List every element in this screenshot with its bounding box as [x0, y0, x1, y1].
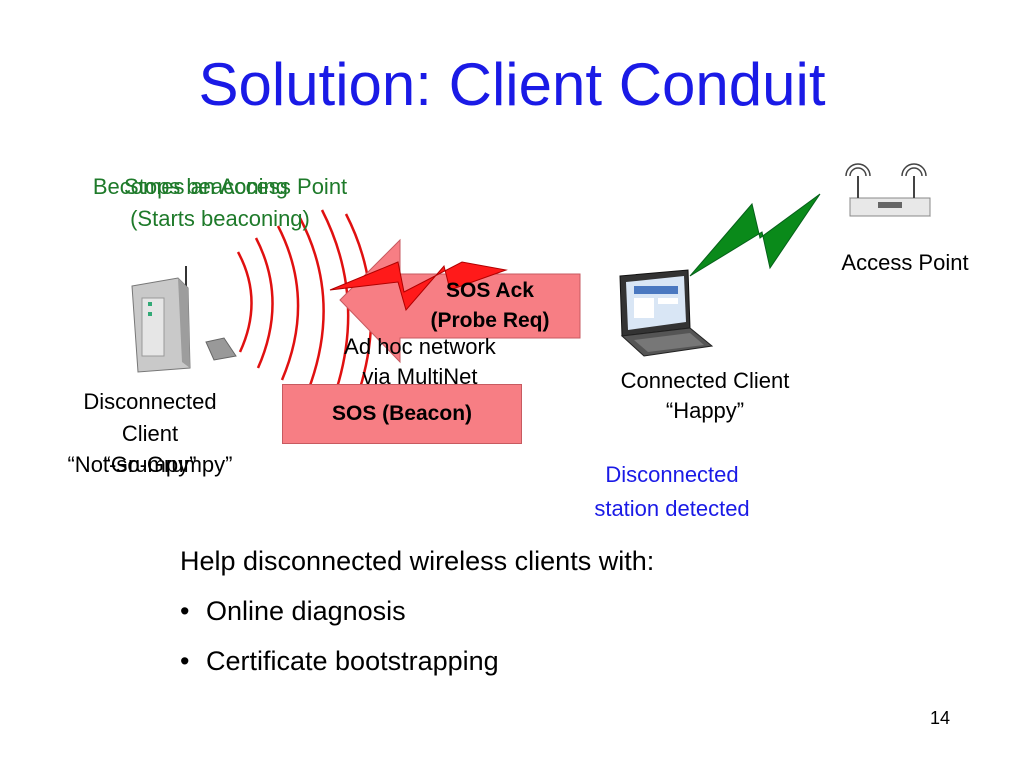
bullet-item: • Certificate bootstrapping	[180, 636, 654, 686]
wireless-bolt-icon	[329, 261, 508, 312]
sos-beacon-box: SOS (Beacon)	[282, 384, 522, 444]
connected-client-line2: “Happy”	[665, 398, 745, 423]
adhoc-label: Ad hoc network via MultiNet	[300, 332, 540, 392]
station-detected-line2: station detected	[594, 496, 750, 521]
sos-beacon-label: SOS (Beacon)	[331, 402, 473, 425]
sos-ack-line1: SOS Ack	[446, 279, 534, 302]
bullet-item: • Online diagnosis	[180, 586, 654, 636]
body-text: Help disconnected wireless clients with:…	[180, 536, 654, 686]
adhoc-line1: Ad hoc network	[344, 334, 496, 359]
access-point-icon	[845, 163, 931, 217]
station-detected-label: Disconnected station detected	[552, 458, 792, 526]
access-point-label: Access Point	[841, 250, 969, 275]
client-nickname-overlap: “Not-so-Grumpy” “Grumpy”	[30, 450, 270, 482]
becomes-access-point-text: Becomes an Access Point	[92, 174, 348, 199]
body-intro: Help disconnected wireless clients with:	[180, 546, 655, 576]
bullet-text: Certificate bootstrapping	[206, 646, 499, 676]
laptop-icon	[619, 269, 714, 357]
disconnected-client-line2: Client	[121, 421, 179, 446]
connected-client-line1: Connected Client	[620, 368, 790, 393]
starts-beaconing-text: (Starts beaconing)	[130, 206, 310, 231]
sos-ack-line2: (Probe Req)	[430, 309, 550, 332]
wireless-bolt-icon	[689, 193, 821, 277]
disconnected-client-label: Disconnected Client	[30, 386, 270, 450]
page-number: 14	[930, 708, 951, 728]
bullet-dot: •	[180, 596, 190, 626]
bullet-dot: •	[180, 646, 190, 676]
station-detected-line1: Disconnected	[605, 462, 739, 487]
adhoc-line2: via MultiNet	[362, 364, 478, 389]
sos-ack-label: SOS Ack (Probe Req)	[400, 274, 580, 338]
connected-client-label: Connected Client “Happy”	[580, 366, 830, 426]
not-so-grumpy-text: “Not-so-Grumpy”	[67, 452, 233, 477]
grumpy-text: “Grumpy”	[103, 452, 197, 477]
server-tower-icon	[131, 266, 237, 373]
stops-beaconing-text: Stops beaconing	[124, 174, 288, 199]
status-overlap-line1: Becomes an Access Point Stops beaconing	[40, 172, 400, 202]
bullet-text: Online diagnosis	[206, 596, 406, 626]
disconnected-client-line1: Disconnected	[83, 389, 217, 414]
slide-title: Solution: Client Conduit	[198, 51, 826, 118]
